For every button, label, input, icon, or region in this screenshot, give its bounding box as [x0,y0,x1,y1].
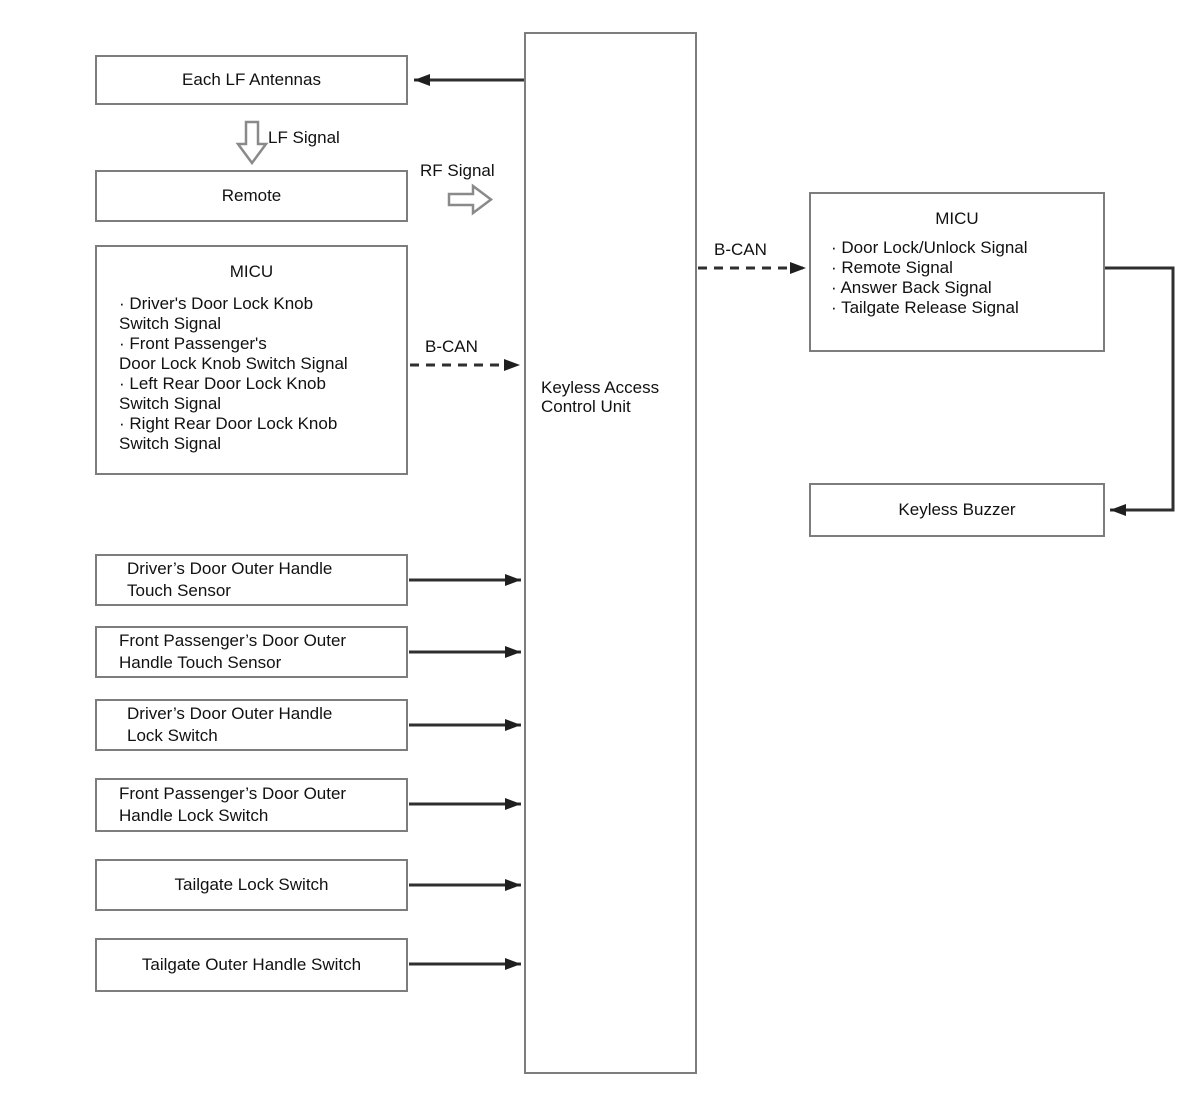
lf-signal-label: LF Signal [268,128,340,147]
node-micu-right: MICU · Door Lock/Unlock Signal · Remote … [809,192,1105,352]
lf-signal-down-arrow-icon [235,120,269,166]
node-tailgate-lock-switch: Tailgate Lock Switch [95,859,408,911]
micu-right-signal-list: · Door Lock/Unlock Signal · Remote Signa… [831,238,1028,317]
node-front-passenger-door-outer-handle-lock-switch: Front Passenger’s Door Outer Handle Lock… [95,778,408,832]
driver-touch-sensor-label: Driver’s Door Outer Handle Touch Sensor [127,559,333,600]
node-driver-door-outer-handle-lock-switch: Driver’s Door Outer Handle Lock Switch [95,699,408,751]
micu-left-title: MICU [229,262,274,281]
passenger-lock-switch-label: Front Passenger’s Door Outer Handle Lock… [119,784,347,825]
remote-label: Remote [221,186,282,205]
driver-lock-switch-label: Driver’s Door Outer Handle Lock Switch [127,704,333,745]
micu-left-signal-list: · Driver's Door Lock Knob Switch Signal … [119,294,348,453]
each-lf-antennas-label: Each LF Antennas [182,70,321,89]
b-can-right-label: B-CAN [714,240,767,259]
node-keyless-access-control-unit: Keyless Access Control Unit [524,32,697,1074]
node-each-lf-antennas: Each LF Antennas [95,55,408,105]
micu-right-title: MICU [935,209,979,228]
b-can-left-label: B-CAN [425,337,478,356]
node-driver-door-outer-handle-touch-sensor: Driver’s Door Outer Handle Touch Sensor [95,554,408,606]
node-tailgate-outer-handle-switch: Tailgate Outer Handle Switch [95,938,408,992]
rf-signal-right-arrow-icon [447,183,494,216]
tailgate-outer-handle-switch-label: Tailgate Outer Handle Switch [141,955,362,974]
keyless-buzzer-label: Keyless Buzzer [898,500,1016,519]
node-micu-left: MICU · Driver's Door Lock Knob Switch Si… [95,245,408,475]
tailgate-lock-switch-label: Tailgate Lock Switch [174,875,329,894]
node-keyless-buzzer: Keyless Buzzer [809,483,1105,537]
rf-signal-label: RF Signal [420,161,495,180]
arrow-micu-to-keyless-buzzer [1104,266,1175,516]
keyless-access-control-unit-label: Keyless Access Control Unit [541,378,660,416]
node-front-passenger-door-outer-handle-touch-sensor: Front Passenger’s Door Outer Handle Touc… [95,626,408,678]
node-remote: Remote [95,170,408,222]
passenger-touch-sensor-label: Front Passenger’s Door Outer Handle Touc… [119,631,347,672]
